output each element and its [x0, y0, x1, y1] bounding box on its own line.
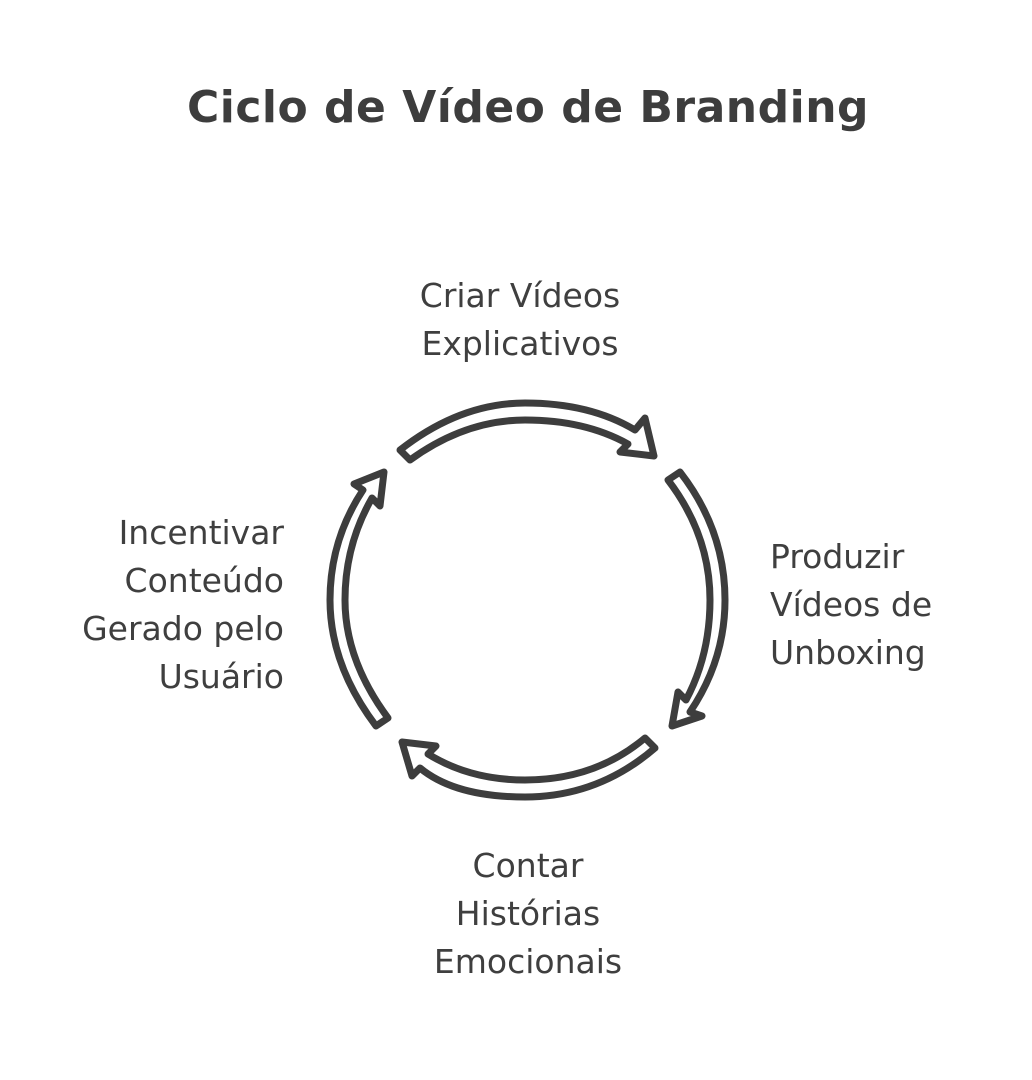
arrow-left: [326, 468, 392, 730]
step-label-criar-videos: Criar Vídeos Explicativos: [419, 276, 621, 363]
arrow-top: [396, 399, 658, 464]
arrow-right: [664, 468, 729, 730]
step-label-contar-historias: Contar Histórias Emocionais: [433, 846, 623, 981]
step-label-produzir-videos: Produzir Vídeos de Unboxing: [770, 537, 933, 672]
diagram-title: Ciclo de Vídeo de Branding: [186, 82, 870, 133]
arrow-bottom: [398, 734, 659, 801]
step-label-incentivar-conteudo: Incentivar Conteúdo Gerado pelo Usuário: [82, 513, 284, 696]
